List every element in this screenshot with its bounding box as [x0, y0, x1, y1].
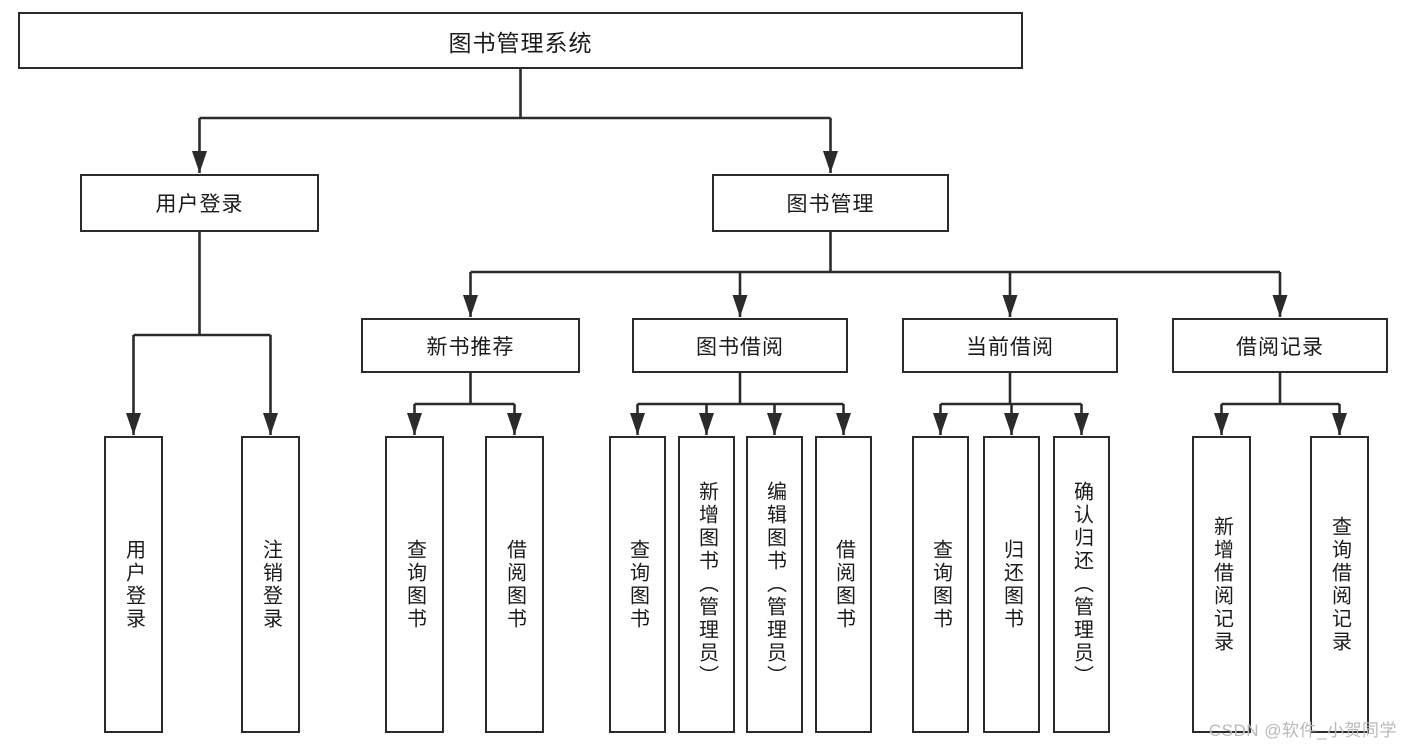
node-leaf-borrow-book-1[interactable]: 借阅图书 [485, 436, 544, 733]
node-current-borrow[interactable]: 当前借阅 [902, 318, 1118, 373]
node-leaf-confirm-return[interactable]: 确认归还（管理员） [1053, 436, 1110, 733]
node-label-new-book-rec: 新书推荐 [426, 335, 515, 359]
arrow-head-leaf-query-book-1 [407, 413, 422, 435]
node-label-leaf-user-login: 用户登录 [122, 538, 145, 631]
arrow-head-leaf-query-record [1332, 413, 1347, 435]
node-leaf-user-login[interactable]: 用户登录 [104, 436, 163, 733]
node-label-book-borrow: 图书借阅 [696, 335, 784, 359]
node-leaf-add-book[interactable]: 新增图书（管理员） [678, 436, 735, 733]
arrow-head-book-manage [823, 151, 838, 173]
node-borrow-record[interactable]: 借阅记录 [1172, 318, 1388, 373]
node-leaf-add-record[interactable]: 新增借阅记录 [1192, 436, 1251, 733]
arrow-head-leaf-logout [263, 413, 278, 435]
arrow-head-current-borrow [1002, 295, 1018, 317]
arrow-head-leaf-user-login [126, 413, 141, 435]
node-label-leaf-add-book: 新增图书（管理员） [695, 481, 718, 688]
arrow-head-user-login [192, 151, 207, 173]
arrow-head-borrow-record [1272, 295, 1288, 317]
node-label-book-manage: 图书管理 [786, 193, 875, 216]
node-book-borrow[interactable]: 图书借阅 [632, 318, 848, 373]
node-book-manage[interactable]: 图书管理 [712, 174, 949, 232]
watermark-text: CSDN @软件_小贺同学 [1208, 721, 1397, 740]
node-label-current-borrow: 当前借阅 [966, 335, 1054, 359]
node-label-leaf-return-book: 归还图书 [1000, 538, 1023, 631]
arrow-head-leaf-query-book-2 [630, 413, 645, 435]
node-user-login[interactable]: 用户登录 [80, 174, 319, 232]
node-label-leaf-confirm-return: 确认归还（管理员） [1070, 481, 1093, 688]
arrow-head-leaf-borrow-book-2 [836, 413, 851, 435]
node-label-leaf-query-book-3: 查询图书 [929, 538, 952, 631]
node-label-root: 图书管理系统 [448, 29, 593, 56]
node-leaf-borrow-book-2[interactable]: 借阅图书 [815, 436, 872, 733]
arrow-head-leaf-query-book-3 [933, 413, 948, 435]
node-leaf-edit-book[interactable]: 编辑图书（管理员） [746, 436, 803, 733]
node-label-leaf-query-book-1: 查询图书 [403, 538, 426, 631]
node-label-leaf-query-record: 查询借阅记录 [1328, 515, 1351, 654]
node-root[interactable]: 图书管理系统 [18, 12, 1023, 69]
node-leaf-return-book[interactable]: 归还图书 [983, 436, 1040, 733]
node-label-leaf-add-record: 新增借阅记录 [1210, 515, 1233, 654]
node-label-leaf-logout: 注销登录 [259, 538, 282, 631]
node-label-borrow-record: 借阅记录 [1236, 335, 1324, 359]
arrow-head-new-book-rec [463, 295, 478, 317]
arrow-head-leaf-return-book [1004, 413, 1019, 435]
arrow-head-book-borrow [732, 295, 748, 317]
arrow-head-leaf-confirm-return [1074, 413, 1089, 435]
node-leaf-logout[interactable]: 注销登录 [241, 436, 300, 733]
node-label-user-login: 用户登录 [155, 193, 244, 216]
node-leaf-query-book-1[interactable]: 查询图书 [385, 436, 444, 733]
arrow-head-leaf-edit-book [767, 413, 782, 435]
node-label-leaf-edit-book: 编辑图书（管理员） [763, 481, 786, 688]
arrow-head-leaf-borrow-book-1 [507, 413, 522, 435]
arrow-head-leaf-add-record [1214, 413, 1229, 435]
node-leaf-query-record[interactable]: 查询借阅记录 [1310, 436, 1369, 733]
node-new-book-rec[interactable]: 新书推荐 [361, 318, 580, 373]
node-label-leaf-borrow-book-2: 借阅图书 [832, 538, 855, 631]
node-label-leaf-borrow-book-1: 借阅图书 [503, 538, 526, 631]
node-leaf-query-book-2[interactable]: 查询图书 [609, 436, 666, 733]
node-leaf-query-book-3[interactable]: 查询图书 [912, 436, 969, 733]
node-label-leaf-query-book-2: 查询图书 [626, 538, 649, 631]
arrow-head-leaf-add-book [699, 413, 714, 435]
